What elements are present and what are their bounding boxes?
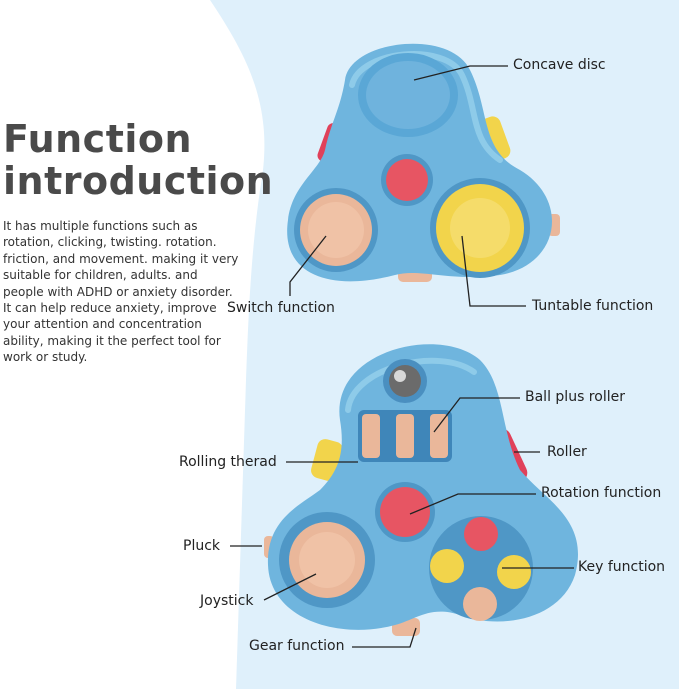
roller-wheel-1: [362, 414, 380, 458]
callout-line-switch: [289, 235, 327, 296]
top-pink-button: [386, 159, 428, 201]
callout-line-joystick: [263, 573, 317, 601]
callout-line-gear: [352, 627, 417, 648]
key-button-left: [430, 549, 464, 583]
key-button-right: [497, 555, 531, 589]
label-concave-disc: Concave disc: [513, 57, 606, 73]
title-line-2: introduction: [3, 159, 274, 203]
roller-wheel-3: [430, 414, 448, 458]
label-key-function: Key function: [578, 559, 666, 575]
roller-wheel-2: [396, 414, 414, 458]
key-button-bottom: [463, 587, 497, 621]
label-pluck: Pluck: [183, 538, 221, 554]
label-gear-function: Gear function: [249, 638, 345, 654]
label-ball-plus-roller: Ball plus roller: [525, 389, 625, 405]
label-joystick: Joystick: [200, 593, 254, 609]
description-text: It has multiple functions such as rotati…: [3, 219, 239, 365]
key-button-top: [464, 517, 498, 551]
callout-line-concave-disc: [413, 65, 508, 81]
label-roller: Roller: [547, 444, 587, 460]
label-switch-function: Switch function: [227, 300, 335, 316]
callout-line-rotation: [409, 493, 536, 515]
title-line-1: Function: [3, 117, 193, 161]
label-rotation-function: Rotation function: [541, 485, 662, 501]
callout-line-ball-roller: [433, 397, 520, 433]
rotation-button: [380, 487, 430, 537]
callout-line-turntable: [461, 235, 526, 307]
label-rolling-therad: Rolling therad: [179, 454, 277, 470]
page-title: Function introduction: [3, 118, 273, 202]
label-tuntable-function: Tuntable function: [532, 298, 654, 314]
